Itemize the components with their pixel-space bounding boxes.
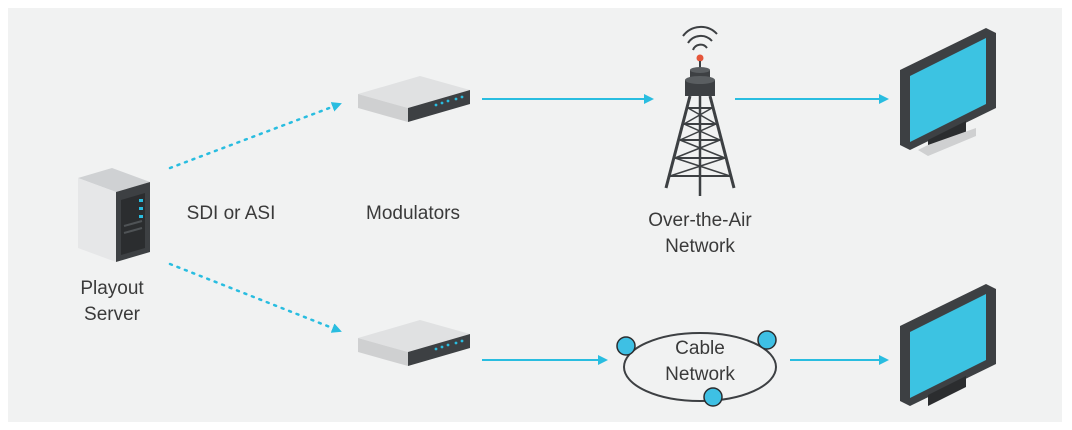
sdi-asi-arrow-top (168, 102, 342, 170)
cable-network-label: Cable Network (640, 336, 760, 388)
modulator-icon (358, 76, 470, 122)
modulators-label: Modulators (366, 203, 460, 224)
cable-network-label-line1: Cable (675, 338, 725, 359)
playout-server-label-line2: Server (84, 304, 140, 325)
broadcast-tower-icon (664, 25, 736, 196)
ota-network-label: Over-the-Air Network (620, 208, 780, 260)
cable-network-label-line2: Network (665, 364, 735, 385)
diagram-background (8, 8, 1062, 422)
tv-monitor-icon (900, 284, 996, 406)
sdi-asi-arrow-bottom (168, 262, 342, 333)
modulator-icon (358, 320, 470, 366)
ota-network-label-line2: Network (665, 236, 735, 257)
sdi-asi-label: SDI or ASI (186, 203, 276, 224)
server-icon (78, 168, 150, 262)
playout-server-label-line1: Playout (80, 278, 144, 299)
ota-network-label-line1: Over-the-Air (648, 210, 752, 231)
cable-network-icon (616, 330, 777, 407)
tv-monitor-icon (900, 28, 996, 156)
playout-server-label: Playout Server (62, 276, 162, 328)
